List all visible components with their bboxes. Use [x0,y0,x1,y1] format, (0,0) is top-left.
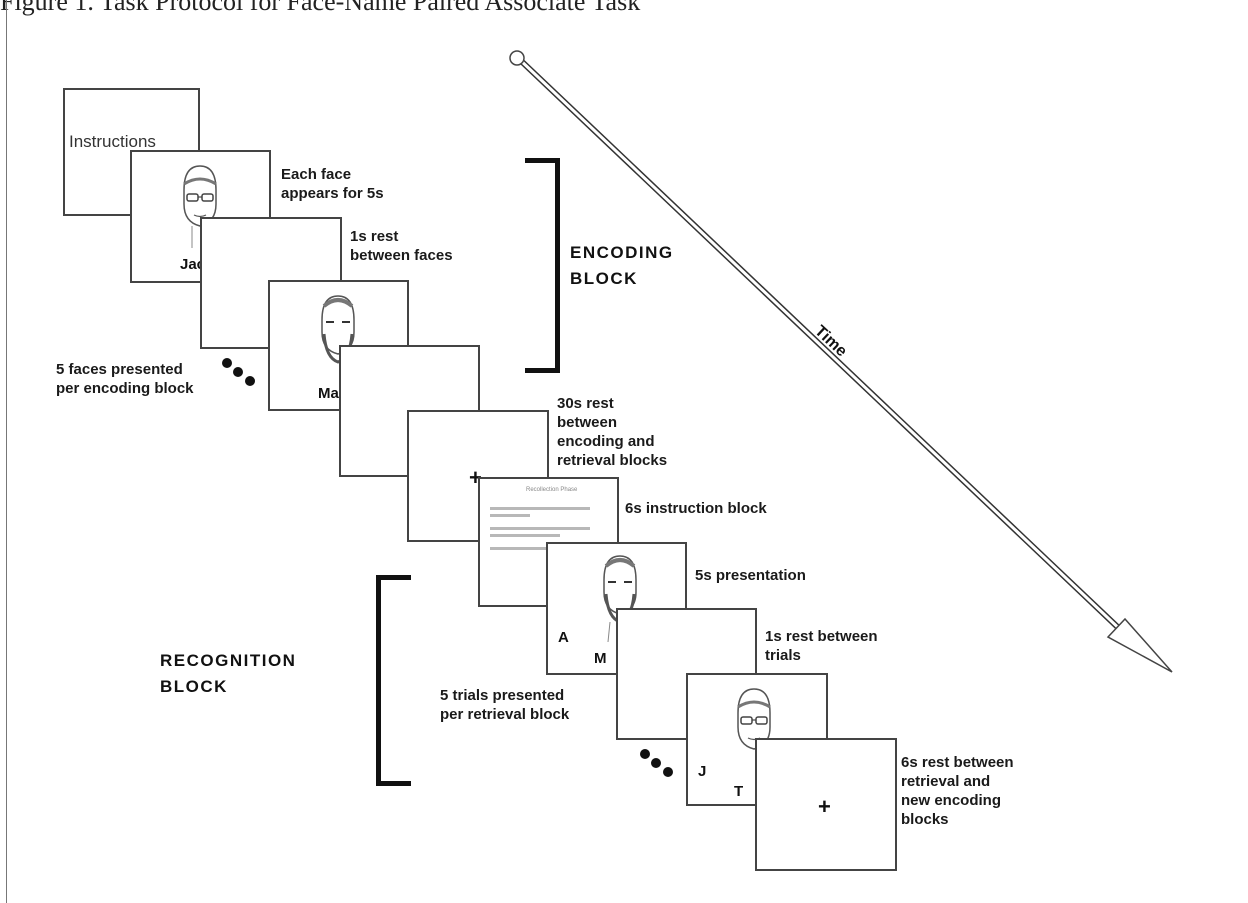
note-final-rest: 6s rest between retrieval and new encodi… [901,753,1014,829]
note-rest-between-faces: 1s rest between faces [350,227,453,265]
recognition-option-right-1: M [594,650,607,667]
instruction-screen-title: Recollection Phase [526,487,577,493]
note-presentation: 5s presentation [695,566,806,585]
recognition-option-right-2: T [734,783,743,800]
ellipsis-dot [663,767,673,777]
ellipsis-dot [640,749,650,759]
instructions-label: Instructions [69,132,156,152]
note-faces-per-block: 5 faces presented per encoding block [56,360,194,398]
note-trials-per-block: 5 trials presented per retrieval block [440,686,569,724]
encoding-block-bracket [525,158,560,373]
ellipsis-dot [245,376,255,386]
recognition-block-bracket [376,575,411,786]
ellipsis-dot [233,367,243,377]
note-rest-between-trials: 1s rest between trials [765,627,878,665]
note-rest-between-blocks: 30s rest between encoding and retrieval … [557,394,667,470]
recognition-option-left-2: J [698,763,706,780]
final-fixation-cross: + [818,796,831,818]
ellipsis-dot [651,758,661,768]
encoding-block-label: ENCODING BLOCK [570,240,674,292]
recognition-option-left-1: A [558,629,569,646]
final-fixation-slide: + [755,738,897,871]
recognition-block-label: RECOGNITION BLOCK [160,648,296,700]
note-face-duration: Each face appears for 5s [281,165,384,203]
ellipsis-dot [222,358,232,368]
note-instruction-block: 6s instruction block [625,499,767,518]
